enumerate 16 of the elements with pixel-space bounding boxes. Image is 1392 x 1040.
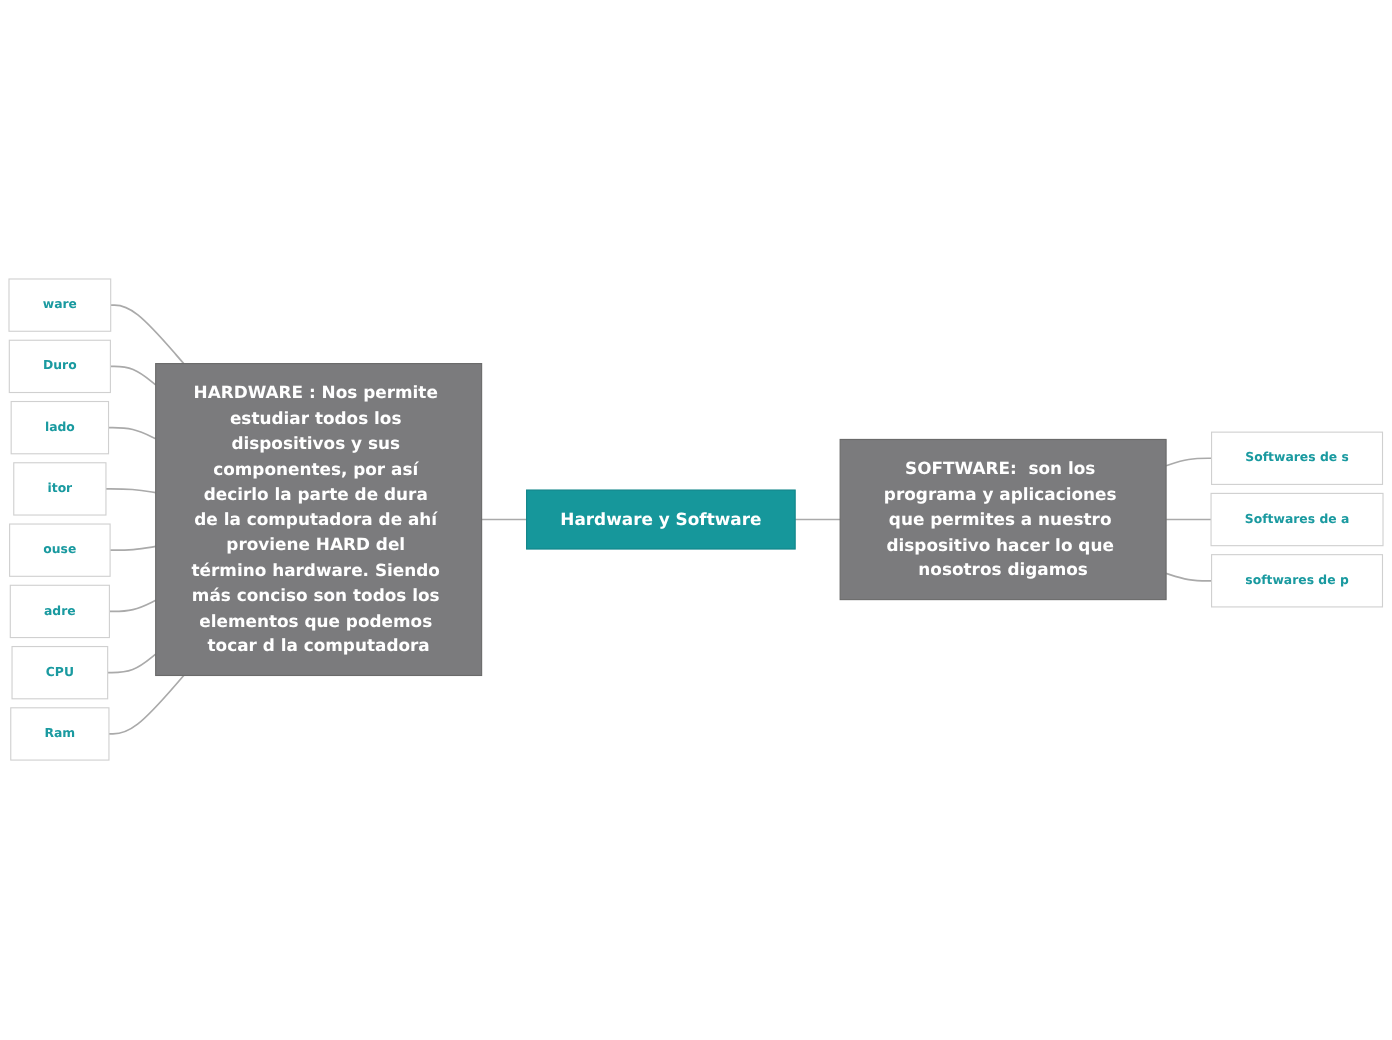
- connector: [109, 546, 157, 552]
- connector: [480, 519, 528, 521]
- connector: [106, 653, 157, 674]
- connector: [105, 488, 157, 494]
- connector: [108, 599, 157, 613]
- connector: [107, 427, 157, 441]
- connector: [1165, 457, 1213, 467]
- connector: [1165, 519, 1212, 521]
- node-box: HARDWARE : Nos permite estudiar todos los dispositivos y sus componentes, por así decirlo la parte de dura de la computadora de ahí proviene HARD del término hardware. Siendo más conciso son todos los elementos que podemos tocar d la computadora: [155, 363, 483, 677]
- connector: [1165, 573, 1213, 583]
- connector: [109, 366, 157, 387]
- connector: [794, 519, 841, 521]
- connector: [108, 675, 185, 736]
- node-box: Hardware y Software: [526, 489, 796, 551]
- connector: [109, 304, 185, 365]
- node-box: SOFTWARE: son los programa y aplicaciones que permites a nuestro dispositivo hacer lo que nosotros digamos: [839, 439, 1167, 601]
